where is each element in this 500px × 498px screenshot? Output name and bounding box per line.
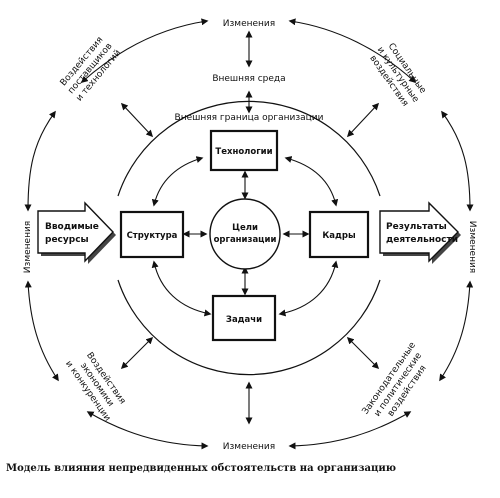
center-spokes xyxy=(182,170,310,296)
right-changes-label: Изменения xyxy=(467,221,477,273)
technology-label: Технологии xyxy=(215,147,272,157)
supplier-influence-label: Воздействия поставщиков и технологий xyxy=(59,35,124,103)
input-resources-line2: ресурсы xyxy=(45,235,89,245)
figure-caption: Модель влияния непредвиденных обстоятель… xyxy=(6,463,397,474)
activity-results-line1: Результаты xyxy=(386,222,447,232)
social-influence-label: Социальные и культурные воздействия xyxy=(367,42,428,109)
activity-results-line2: деятельности xyxy=(386,235,458,245)
external-environment-label: Внешняя среда xyxy=(212,74,285,84)
tasks-label: Задачи xyxy=(226,315,262,325)
structure-box: Структура xyxy=(119,210,185,259)
influence-arrows xyxy=(120,30,380,425)
structure-label: Структура xyxy=(127,231,178,241)
goals-label-line1: Цели xyxy=(232,223,258,233)
top-changes-label: Изменения xyxy=(223,19,275,29)
left-changes-label: Изменения xyxy=(23,221,33,273)
technology-box: Технологии xyxy=(209,129,279,172)
tasks-box: Задачи xyxy=(211,294,277,342)
inner-arcs xyxy=(151,156,339,317)
legal-influence-label: Законодательные и политические воздейств… xyxy=(361,340,429,418)
bottom-changes-label: Изменения xyxy=(223,442,275,452)
input-resources-line1: Вводимые xyxy=(45,222,99,232)
org-boundary-label: Внешняя граница организации xyxy=(175,113,324,123)
personnel-box: Кадры xyxy=(308,210,370,259)
economic-influence-label: Воздействия экономики и конкуренции xyxy=(63,351,127,424)
personnel-label: Кадры xyxy=(322,231,355,241)
outer-change-arcs xyxy=(24,18,474,450)
activity-results-arrow: Результаты деятельности xyxy=(379,201,461,264)
goals-circle: Цели организации xyxy=(209,198,281,270)
goals-label-line2: организации xyxy=(214,235,277,245)
input-resources-arrow: Вводимые ресурсы xyxy=(37,201,116,264)
